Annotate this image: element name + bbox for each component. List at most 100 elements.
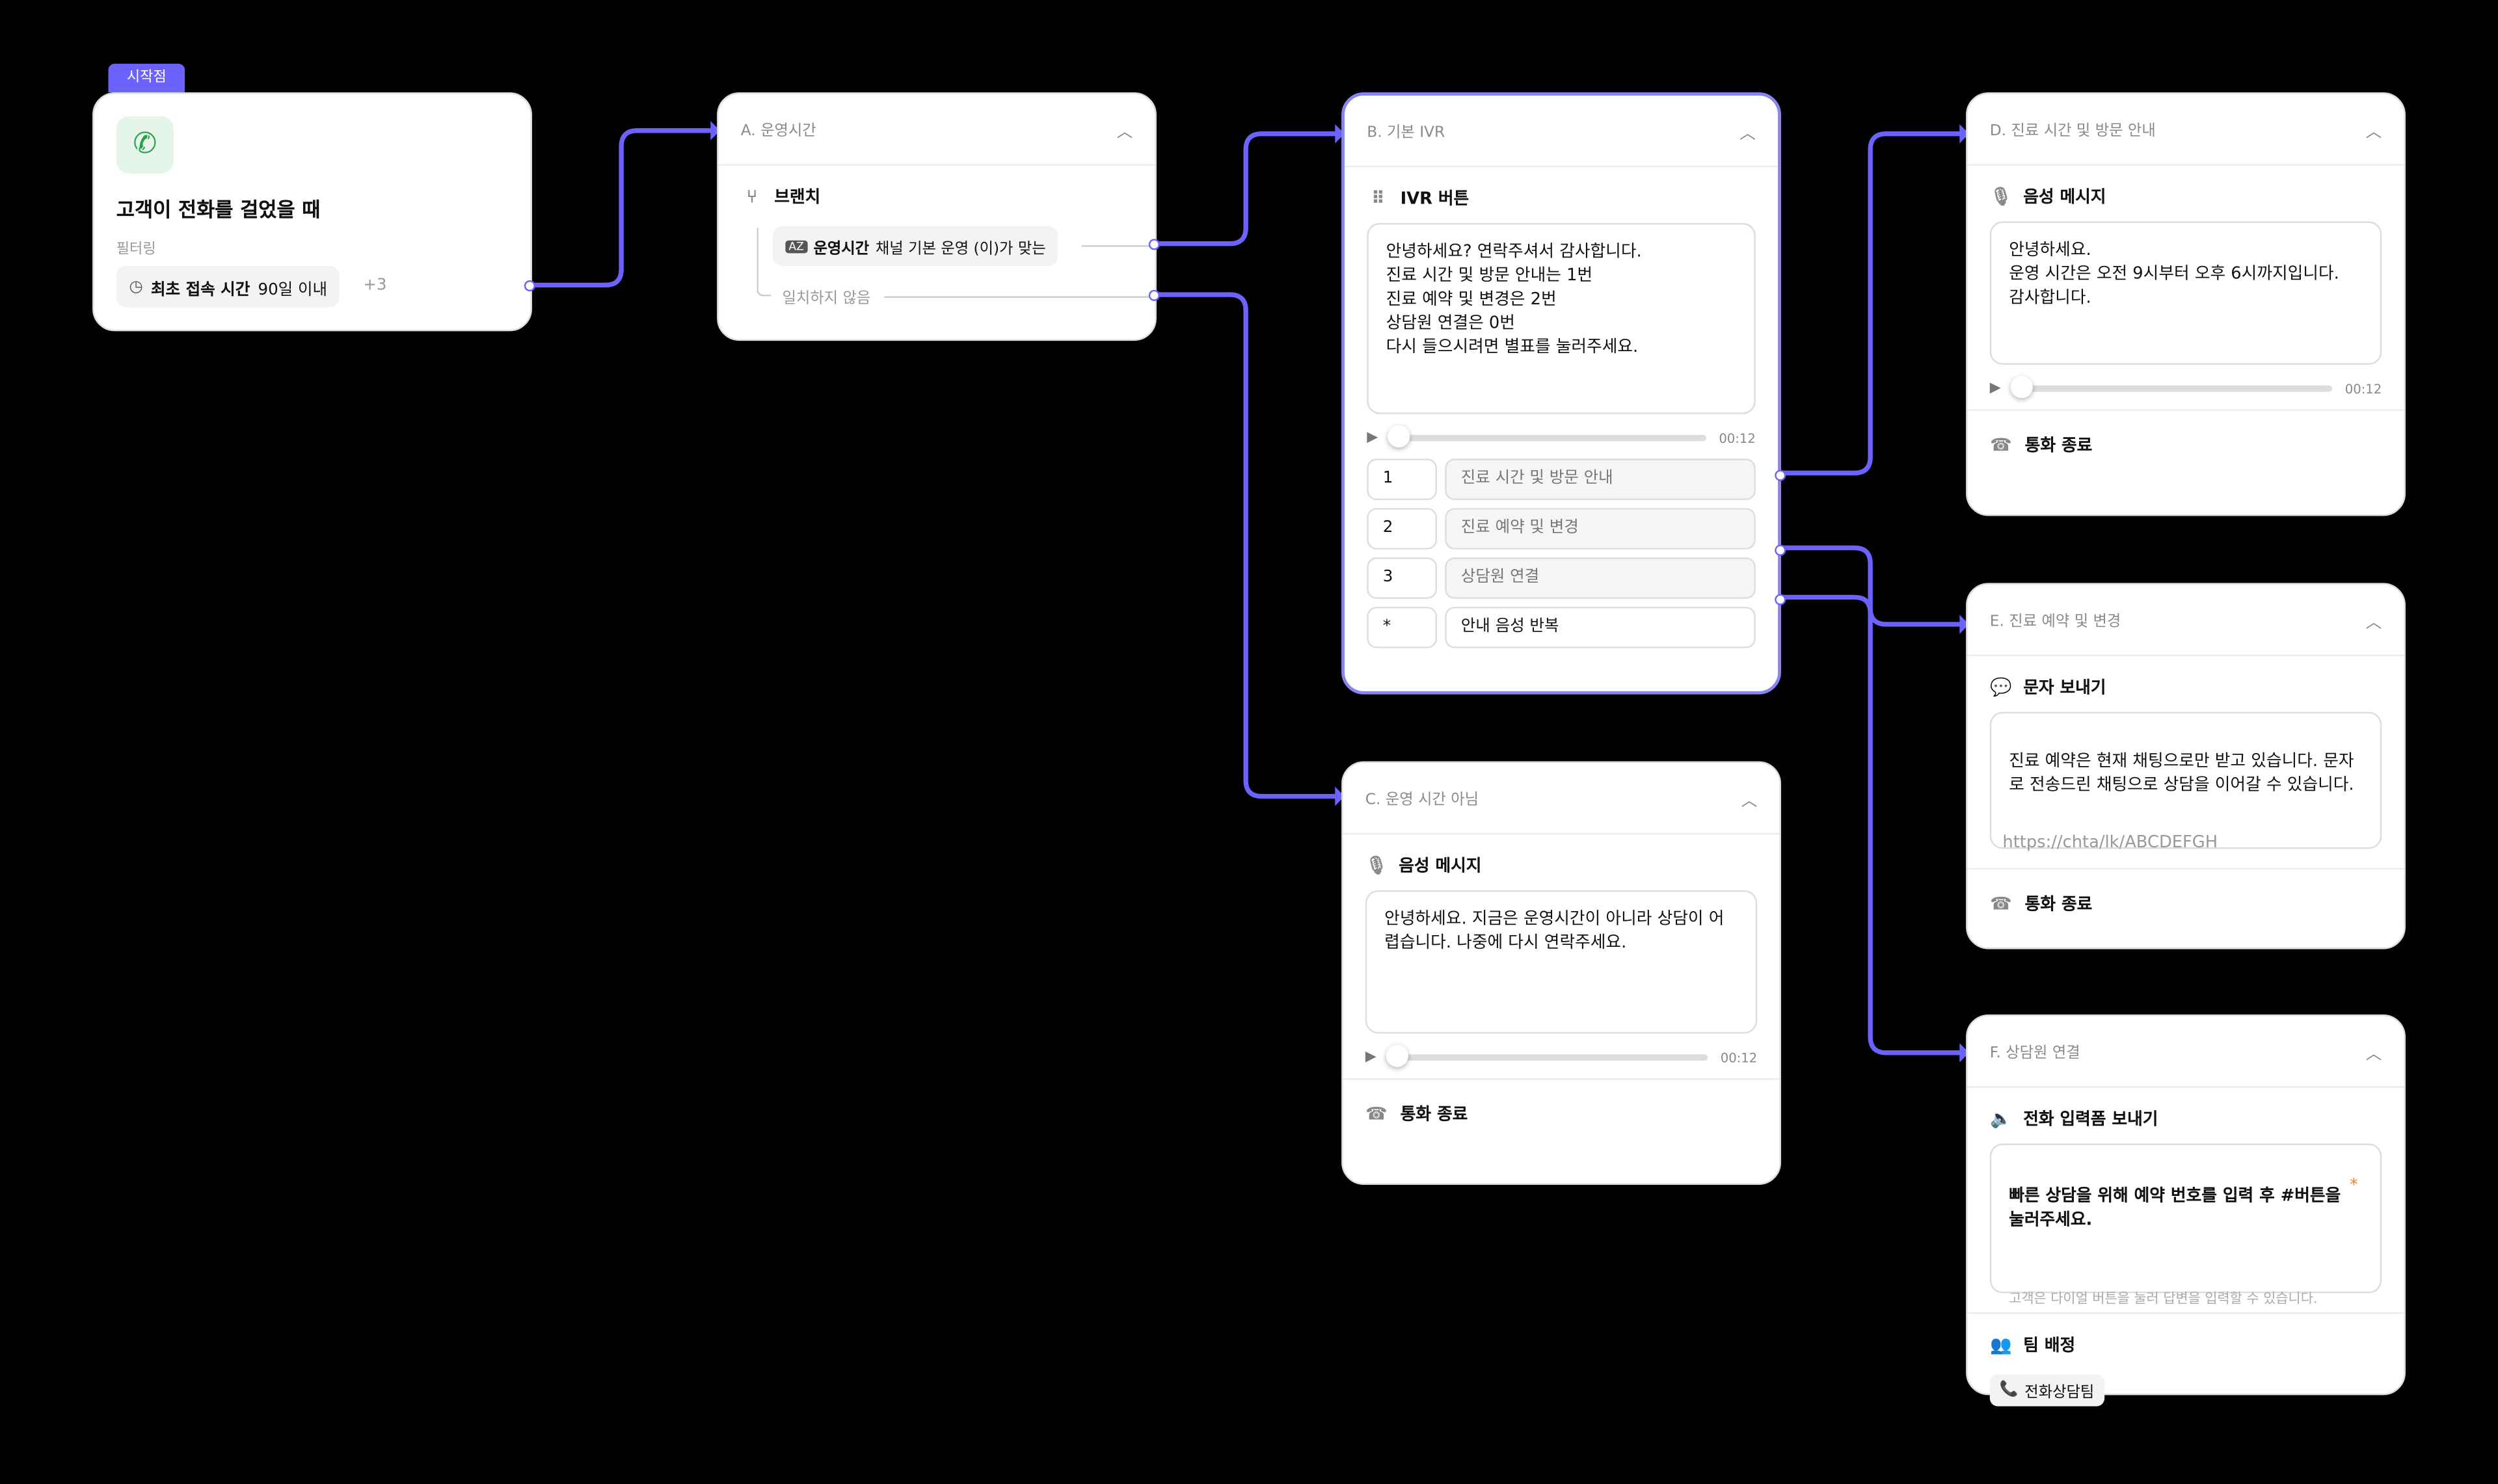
wire-b1-to-d	[1778, 131, 1967, 476]
hang-up-icon: ☎	[1990, 893, 2012, 914]
required-mark: *	[2350, 1176, 2358, 1195]
audio-progress[interactable]	[2010, 375, 2333, 399]
sms-text: 진료 예약은 현재 채팅으로만 받고 있습니다. 문자로 전송드린 채팅으로 상…	[2009, 751, 2354, 795]
ivr-key[interactable]: 1	[1367, 458, 1437, 500]
node-title: F. 상담원 연결	[1989, 1044, 2080, 1063]
condition-text: 채널 기본 운영 (이)가 맞는	[875, 239, 1046, 258]
voice-message[interactable]: 안녕하세요. 운영 시간은 오전 9시부터 오후 6시까지입니다. 감사합니다.	[1989, 221, 2382, 365]
section-title: 음성 메시지	[1399, 856, 1482, 876]
chevron-up-icon[interactable]: ︿	[2365, 614, 2382, 632]
audio-progress[interactable]	[1386, 1044, 1708, 1067]
filter-label: 필터링	[116, 242, 156, 258]
sms-link[interactable]: https://chta/lk/ABCDEFGH	[2002, 832, 2218, 853]
output-port-match[interactable]	[1148, 239, 1160, 250]
node-c[interactable]: C. 운영 시간 아님 ︿ 🎙 음성 메시지 안녕하세요. 지금은 운영시간이 아니…	[1341, 761, 1781, 1186]
end-call-label: 통화 종료	[2024, 436, 2093, 456]
node-e[interactable]: E. 진료 예약 및 변경 ︿ 💬 문자 보내기 진료 예약은 현재 채팅으로만 받…	[1966, 583, 2406, 949]
node-a[interactable]: A. 운영시간︿ ⑂브랜치 AZ 운영시간 채널 기본 운영 (이)가 맞는 일…	[717, 92, 1160, 341]
start-badge: 시작점	[108, 63, 185, 93]
node-title: C. 운영 시간 아님	[1365, 791, 1479, 810]
form-prompt: 빠른 상담을 위해 예약 번호를 입력 후 #버튼을 눌러주세요.	[2009, 1186, 2341, 1230]
ivr-label[interactable]: 진료 예약 및 변경	[1445, 508, 1756, 550]
section-title: 팀 배정	[2023, 1336, 2076, 1356]
ivr-message[interactable]: 안녕하세요? 연락주셔서 감사합니다. 진료 시간 및 방문 안내는 1번 진료…	[1367, 222, 1756, 414]
audio-duration: 00:12	[1720, 1050, 1758, 1065]
ivr-key[interactable]: 3	[1367, 557, 1437, 599]
node-title: E. 진료 예약 및 변경	[1989, 613, 2121, 631]
section-title: 전화 입력폼 보내기	[2023, 1109, 2158, 1130]
node-d[interactable]: D. 진료 시간 및 방문 안내︿ 🎙음성 메시지 안녕하세요. 운영 시간은 …	[1966, 92, 2406, 516]
microphone-icon: 🎙	[1989, 186, 2013, 207]
node-b[interactable]: B. 기본 IVR ︿ ⠿ IVR 버튼 안녕하세요? 연락주셔서 감사합니다. 진…	[1341, 92, 1786, 695]
chevron-up-icon[interactable]: ︿	[1739, 125, 1756, 143]
branch-icon: ⑂	[746, 186, 758, 207]
filter-chip[interactable]: ◷ 최초 접속 시간 90일 이내	[116, 265, 340, 308]
ivr-label[interactable]: 진료 시간 및 방문 안내	[1445, 458, 1756, 500]
play-icon[interactable]: ▶	[1365, 1049, 1377, 1066]
condition-field: 운영시간	[813, 239, 870, 258]
wire-a-match-to-b	[1153, 131, 1342, 246]
team-chip[interactable]: 📞 전화상담팀	[1989, 1373, 2104, 1406]
chevron-up-icon[interactable]: ︿	[1741, 792, 1758, 810]
phone-incoming-icon: ✆	[116, 116, 174, 174]
play-icon[interactable]: ▶	[1367, 430, 1378, 446]
node-title: B. 기본 IVR	[1367, 124, 1445, 142]
audio-player[interactable]: ▶ 00:12	[1365, 1044, 1758, 1067]
team-icon: 👥	[1990, 1334, 2012, 1356]
hang-up-icon: ☎	[1990, 434, 2012, 456]
play-icon[interactable]: ▶	[1989, 380, 2001, 397]
end-call-label: 통화 종료	[2024, 895, 2093, 914]
filter-more[interactable]: +3	[363, 277, 387, 295]
sms-message[interactable]: 진료 예약은 현재 채팅으로만 받고 있습니다. 문자로 전송드린 채팅으로 상…	[1989, 711, 2382, 852]
hang-up-icon: ☎	[1365, 1104, 1388, 1124]
start-title: 고객이 전화를 걸었을 때	[116, 197, 321, 222]
node-title: A. 운영시간	[740, 122, 816, 140]
clock-icon: ◷	[129, 278, 143, 296]
voice-message[interactable]: 안녕하세요. 지금은 운영시간이 아니라 상담이 어렵습니다. 나중에 다시 연…	[1365, 890, 1758, 1034]
start-node[interactable]: ✆ 고객이 전화를 걸었을 때 필터링 ◷ 최초 접속 시간 90일 이내 +3	[92, 92, 535, 332]
section-title: 문자 보내기	[2023, 678, 2106, 698]
chevron-up-icon[interactable]: ︿	[1116, 123, 1133, 141]
ivr-key[interactable]: *	[1367, 607, 1437, 648]
team-name: 전화상담팀	[2024, 1383, 2095, 1401]
form-hint: 고객은 다이얼 버튼을 눌러 답변을 입력할 수 있습니다.	[2009, 1292, 2318, 1308]
keypad-icon: ⠿	[1371, 187, 1385, 209]
microphone-icon: 🎙	[1365, 855, 1388, 876]
wire-b2-to-e	[1778, 545, 1967, 627]
output-port[interactable]	[524, 280, 535, 292]
phone-icon: 📞	[1999, 1381, 2019, 1399]
wire-a-else-to-c	[1153, 292, 1342, 799]
input-form[interactable]: 빠른 상담을 위해 예약 번호를 입력 후 #버튼을 눌러주세요. * 고객은 …	[1989, 1143, 2382, 1308]
filter-value: 90일 이내	[258, 281, 328, 299]
ivr-key[interactable]: 2	[1367, 508, 1437, 550]
audio-player[interactable]: ▶ 00:12	[1989, 375, 2382, 399]
wire-start-to-a	[529, 128, 718, 288]
filter-name: 최초 접속 시간	[151, 281, 250, 299]
chevron-up-icon[interactable]: ︿	[2365, 123, 2382, 141]
branch-condition[interactable]: AZ 운영시간 채널 기본 운영 (이)가 맞는	[772, 226, 1059, 266]
section-title: IVR 버튼	[1400, 189, 1470, 209]
audio-player[interactable]: ▶00:12	[1367, 425, 1756, 448]
output-port-1[interactable]	[1775, 470, 1786, 481]
wire-b3-to-f	[1778, 594, 1967, 1055]
audio-progress[interactable]	[1387, 425, 1706, 448]
ivr-label[interactable]: 안내 음성 반복	[1445, 607, 1756, 648]
section-title: 브랜치	[774, 187, 821, 207]
output-port-2[interactable]	[1775, 544, 1786, 556]
chat-bubble-icon: 💬	[1990, 676, 2012, 698]
ivr-label[interactable]: 상담원 연결	[1445, 557, 1756, 599]
output-port-else[interactable]	[1148, 289, 1160, 301]
node-title: D. 진료 시간 및 방문 안내	[1989, 122, 2156, 140]
chevron-up-icon[interactable]: ︿	[2365, 1045, 2382, 1063]
node-f[interactable]: F. 상담원 연결 ︿ 🔈 전화 입력폼 보내기 빠른 상담을 위해 예약 번호를 …	[1966, 1014, 2406, 1406]
speaker-icon: 🔈	[1990, 1108, 2012, 1130]
ivr-button-row: *안내 음성 반복	[1367, 607, 1756, 648]
output-port-3[interactable]	[1775, 594, 1786, 605]
text-field-icon: AZ	[785, 239, 807, 253]
audio-duration: 00:12	[2344, 381, 2382, 396]
end-call-label: 통화 종료	[1400, 1105, 1468, 1124]
